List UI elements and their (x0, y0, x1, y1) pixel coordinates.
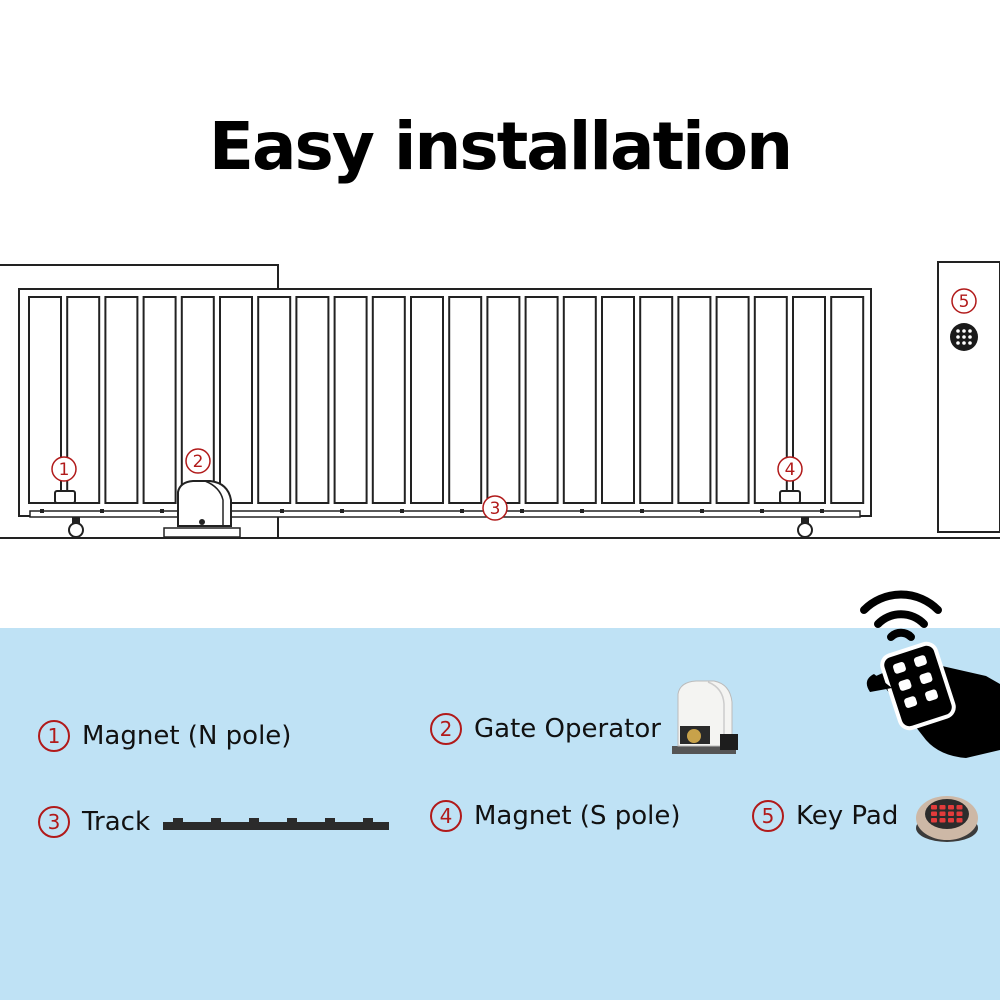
gate-bar (486, 296, 521, 504)
legend-item-magnet-s: 4 Magnet (S pole) (430, 800, 681, 832)
gate-diagram: 1 2 3 4 5 (0, 261, 1000, 539)
gate-bar (142, 296, 177, 504)
wheel-right (797, 517, 813, 538)
wheel-left (68, 517, 84, 538)
callout-3: 3 (482, 495, 508, 521)
svg-text:3: 3 (490, 499, 501, 519)
legend-panel (0, 628, 1000, 1000)
gate-bar (524, 296, 559, 504)
legend-number-3: 3 (38, 806, 70, 838)
svg-text:1: 1 (59, 460, 70, 480)
gate-bar (295, 296, 330, 504)
gate-bar (830, 296, 865, 504)
gate-bar (715, 296, 750, 504)
legend-label-gate-operator: Gate Operator (474, 714, 661, 744)
page-title: Easy installation (208, 108, 793, 185)
callout-4: 4 (777, 456, 803, 482)
keypad-device-icon (916, 796, 978, 842)
legend-label-key-pad: Key Pad (796, 801, 899, 831)
legend-label-magnet-n: Magnet (N pole) (82, 721, 292, 751)
legend-item-gate-operator: 2 Gate Operator (430, 713, 661, 745)
gate-bar (677, 296, 712, 504)
callout-5: 5 (951, 288, 977, 314)
legend-number-1: 1 (38, 720, 70, 752)
magnet-n-pole (54, 490, 76, 504)
callout-2: 2 (185, 448, 211, 474)
legend-item-track: 3 Track (38, 806, 150, 838)
keypad-panel-icon (950, 323, 978, 351)
gate-bar (601, 296, 635, 504)
gate-bar (66, 296, 101, 504)
gate-bar (410, 296, 444, 504)
legend-label-magnet-s: Magnet (S pole) (474, 801, 681, 831)
wifi-remote-hand-icon (860, 590, 1000, 758)
gate-operator-icon (672, 680, 738, 754)
gate-bar (219, 296, 253, 504)
magnet-s-pole (779, 490, 801, 504)
legend-number-4: 4 (430, 800, 462, 832)
gate-bar (639, 296, 674, 504)
legend-number-5: 5 (752, 800, 784, 832)
gate-bar (562, 296, 597, 504)
track-rail-icon (163, 818, 389, 830)
gate-bar (371, 296, 406, 504)
svg-text:4: 4 (785, 460, 796, 480)
gate-bar (448, 296, 483, 504)
legend-item-key-pad: 5 Key Pad (752, 800, 898, 832)
svg-text:2: 2 (193, 452, 204, 472)
gate-operator (163, 480, 241, 538)
track-teeth (40, 509, 824, 513)
gate-bar (257, 296, 292, 504)
gate-bars (28, 296, 865, 504)
legend-number-2: 2 (430, 713, 462, 745)
gate-bar (104, 296, 139, 504)
gate-bar (333, 296, 368, 504)
legend-item-magnet-n: 1 Magnet (N pole) (38, 720, 291, 752)
legend-label-track: Track (82, 807, 151, 837)
track-rail (29, 510, 861, 518)
callout-1: 1 (51, 456, 77, 482)
svg-text:5: 5 (959, 292, 970, 312)
